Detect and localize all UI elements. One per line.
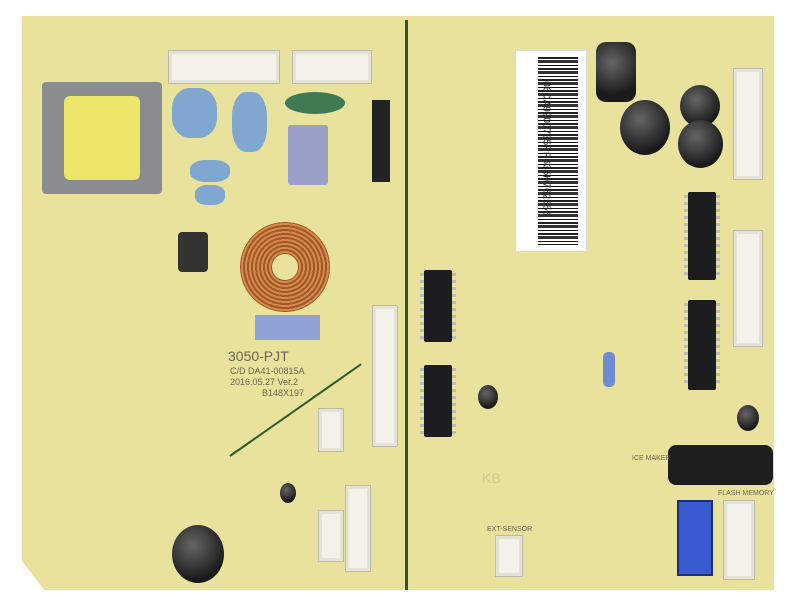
connector [495,535,523,577]
flash-memory-label: FLASH MEMORY [718,490,774,497]
electrolytic-capacitor [478,385,498,409]
connector [372,305,398,447]
barcode-label: 06DA9200735PP635H762556 [515,50,587,252]
ice-maker-label: ICE MAKER [632,455,671,462]
electrolytic-capacitor [678,120,723,168]
connector [733,230,763,347]
electrolytic-capacitor [596,42,636,102]
transformer [42,82,162,194]
electrolytic-capacitor [737,405,759,431]
relay-black [372,100,390,182]
connector [292,50,372,84]
connector [345,485,371,572]
toroid-inductor [240,222,330,312]
electrolytic-capacitor [620,100,670,155]
buzzer [668,445,773,485]
connector [733,68,763,180]
inductor [178,232,208,272]
connector [168,50,280,84]
capacitor-blue [232,92,267,152]
connector [318,510,344,562]
electrolytic-capacitor [280,483,296,503]
ic-chip [684,192,720,280]
connector-blue [677,500,713,576]
capacitor-blue [190,160,230,182]
kb-mark: KB [482,470,501,486]
connector [723,500,755,580]
code-text: C/D DA41-00815A [230,366,305,376]
relay-blue [255,315,320,340]
barcode [538,57,578,245]
model-text: 3050-PJT [228,348,289,364]
capacitor-blue [195,185,225,205]
date-version-text: 2016.05.27 Ver.2 [230,377,299,387]
capacitor-blue [172,88,217,138]
common-mode-choke [288,125,328,185]
ext-sensor-label: EXT-SENSOR [487,526,533,533]
size-text: B148X197 [262,388,305,398]
electrolytic-capacitor [172,525,224,583]
barcode-text: 06DA9200735PP635H762556 [540,81,552,216]
varistor [285,92,345,114]
crystal [603,352,615,387]
ic-chip [420,270,456,342]
ic-chip [684,300,720,390]
connector [318,408,344,452]
trace-vertical [405,20,408,590]
ic-chip [420,365,456,437]
